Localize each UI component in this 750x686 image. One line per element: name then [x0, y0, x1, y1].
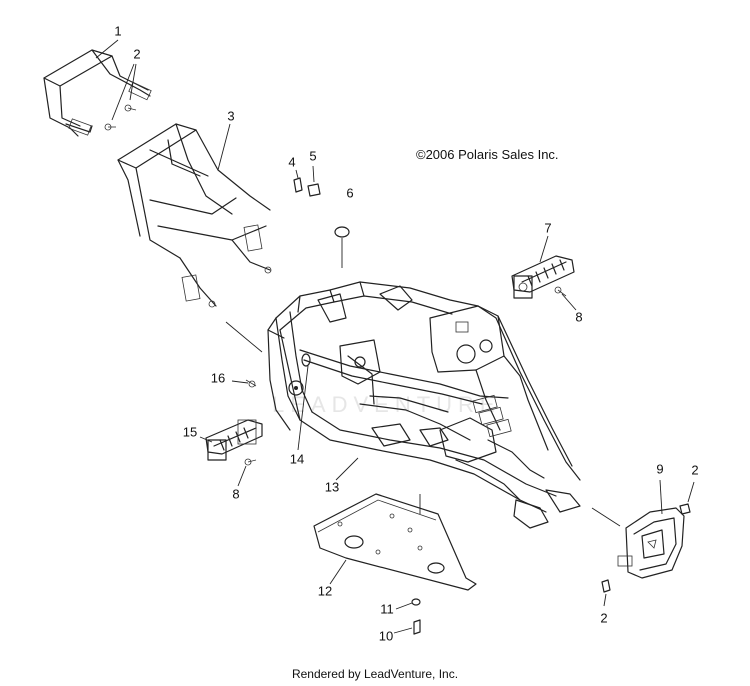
callout-label: 2: [600, 610, 607, 625]
main-frame-part: [267, 281, 581, 529]
leader-lines: [95, 39, 695, 634]
front-bumper-part: [617, 507, 685, 579]
callout-label: 9: [656, 461, 663, 476]
callout-label: 6: [346, 185, 353, 200]
fastener-part: [293, 177, 321, 197]
rear-subframe-part: [117, 123, 272, 308]
washer-part: [411, 598, 421, 606]
callout-label: 8: [575, 309, 582, 324]
callout-label: 12: [318, 583, 332, 598]
callout-label: 1: [114, 23, 121, 38]
front-grab-bar-part: [43, 49, 152, 137]
bolt-part: [554, 286, 567, 297]
right-footrest-part: [511, 255, 575, 299]
screw-part: [413, 619, 421, 635]
callout-label: 13: [325, 479, 339, 494]
watermark-text: LEADVENTURE: [272, 392, 501, 417]
callout-label: 3: [227, 108, 234, 123]
callout-label: 16: [211, 370, 225, 385]
footer-credit: Rendered by LeadVenture, Inc.: [292, 667, 458, 681]
bolt-part: [104, 104, 137, 131]
clip-part: [301, 353, 311, 367]
callout-label: 10: [379, 628, 393, 643]
left-footrest-part: [205, 419, 263, 461]
bolt-part: [601, 503, 691, 593]
skid-plate-part: [313, 493, 477, 591]
callout-label: 15: [183, 424, 197, 439]
bolt-part: [245, 379, 257, 388]
copyright-text: ©2006 Polaris Sales Inc.: [416, 147, 559, 162]
bolt-part: [244, 458, 257, 466]
callout-label: 5: [309, 148, 316, 163]
callout-label: 14: [290, 451, 304, 466]
grommet-part: [334, 226, 350, 268]
callout-label: 8: [232, 486, 239, 501]
callout-label: 11: [380, 601, 394, 616]
callout-label: 4: [288, 154, 295, 169]
callout-label: 7: [544, 220, 551, 235]
callout-label: 2: [691, 462, 698, 477]
callout-label: 2: [133, 46, 140, 61]
